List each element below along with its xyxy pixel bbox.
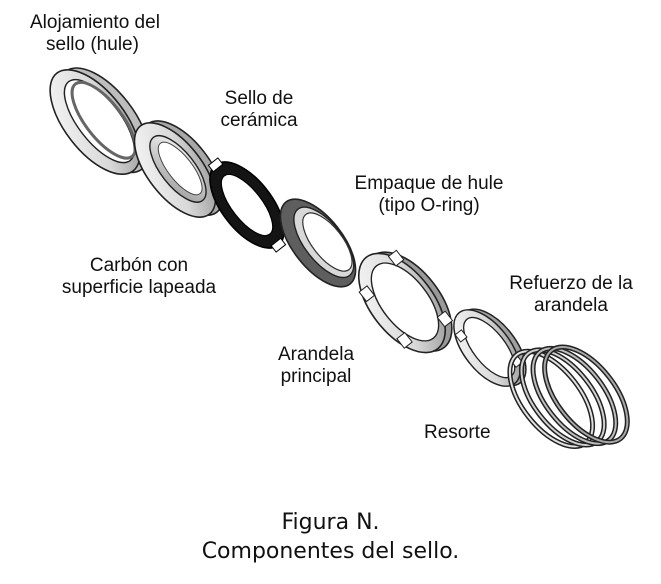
spring-part: [507, 344, 630, 449]
o-ring-gasket-part: [279, 198, 357, 288]
figure-caption: Figura N. Componentes del sello.: [0, 508, 661, 566]
seal-components-diagram: [49, 67, 630, 449]
ceramic-seal-part: [207, 157, 287, 253]
label-o-ring-gasket: Empaque de hule (tipo O-ring): [354, 173, 504, 216]
caption-title: Componentes del sello.: [201, 539, 460, 564]
label-main-washer: Arandela principal: [277, 344, 355, 387]
carbon-ring-part: [133, 120, 224, 218]
label-carbon-lapped: Carbón con superficie lapeada: [61, 255, 217, 298]
caption-figure-number: Figura N.: [281, 510, 380, 535]
label-spring: Resorte: [424, 422, 491, 443]
label-washer-reinforcement: Refuerzo de la arandela: [509, 273, 633, 316]
main-washer-part: [357, 249, 454, 354]
seal-housing-part: [49, 67, 150, 176]
label-ceramic-seal: Sello de cerámica: [220, 88, 298, 131]
label-seal-housing: Alojamiento del sello (hule): [30, 12, 160, 55]
